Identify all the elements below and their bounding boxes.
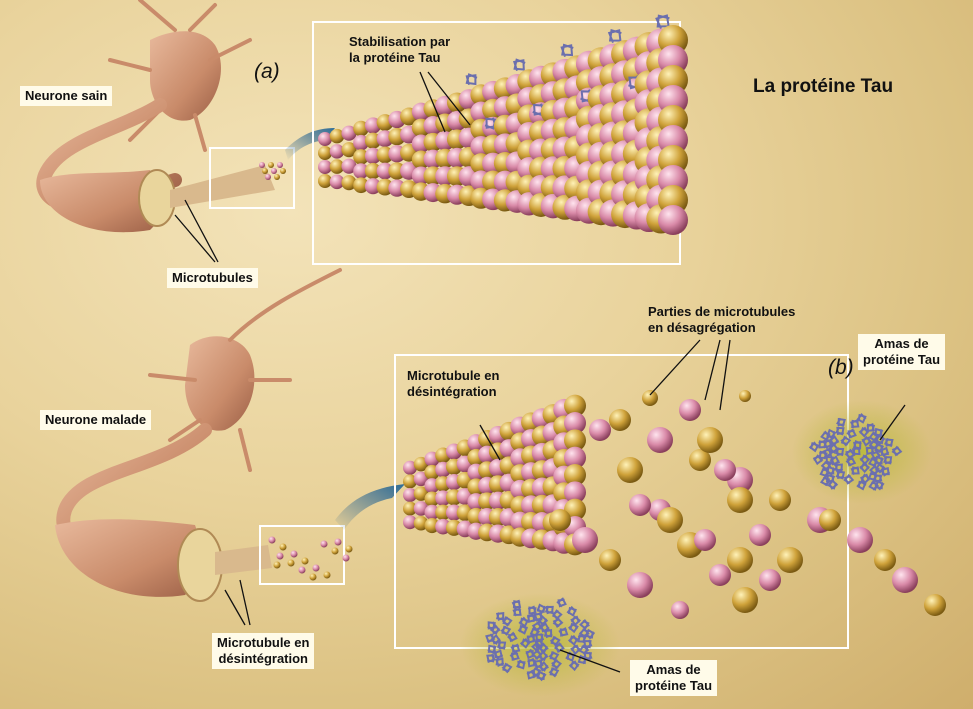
tubulin-bead <box>321 541 328 548</box>
label-amas-right-line1: Amas de <box>863 336 940 352</box>
tubulin-bead <box>324 572 331 579</box>
label-amas-right-line2: protéine Tau <box>863 352 940 368</box>
tubulin-bead <box>313 565 320 572</box>
fragment-bead <box>609 409 631 431</box>
tubulin-bead <box>277 553 284 560</box>
fragment-bead <box>759 569 781 591</box>
fragment-bead <box>642 390 658 406</box>
tubulin-bead <box>318 132 332 146</box>
fragment-bead <box>657 507 683 533</box>
fragment-bead <box>629 494 651 516</box>
tubulin-bead <box>280 544 287 551</box>
fragment-bead <box>874 549 896 571</box>
fragment-bead <box>732 587 758 613</box>
label-stabilisation: Stabilisation par la protéine Tau <box>349 34 450 66</box>
fragment-bead <box>777 547 803 573</box>
tubulin-bead <box>346 546 353 553</box>
fragment-bead <box>924 594 946 616</box>
label-stabilisation-line2: la protéine Tau <box>349 50 450 66</box>
tubulin-bead <box>274 174 280 180</box>
tubulin-bead <box>310 574 317 581</box>
fragment-bead <box>739 390 751 402</box>
tubulin-bead <box>277 162 283 168</box>
tubulin-bead <box>271 168 277 174</box>
label-amas-right: Amas de protéine Tau <box>858 334 945 370</box>
tubulin-bead <box>259 162 265 168</box>
tubulin-bead <box>274 562 281 569</box>
label-parties-microtubules: Parties de microtubules en désagrégation <box>648 304 795 336</box>
label-neurone-sain: Neurone sain <box>20 86 112 106</box>
tubulin-bead <box>332 548 339 555</box>
tubulin-bead <box>335 539 342 546</box>
fragment-bead <box>697 427 723 453</box>
tubulin-bead <box>318 146 332 160</box>
fragment-bead <box>671 601 689 619</box>
label-microtubule-desintegration-top: Microtubule en désintégration <box>407 368 499 400</box>
diseased-neuron <box>55 270 353 601</box>
tau-protein-strand <box>609 30 621 42</box>
fragment-bead <box>727 487 753 513</box>
tubulin-bead <box>269 537 276 544</box>
tubulin-bead <box>299 567 306 574</box>
fragment-bead <box>769 489 791 511</box>
tubulin-bead <box>302 558 309 565</box>
panel-label-a: (a) <box>254 60 280 84</box>
label-microtubule-desintegration-bottom: Microtubule en désintégration <box>212 633 314 669</box>
label-microtubule-desintegration-top-line1: Microtubule en <box>407 368 499 384</box>
fragment-bead <box>714 459 736 481</box>
label-neurone-malade: Neurone malade <box>40 410 151 430</box>
label-amas-bottom-line1: Amas de <box>635 662 712 678</box>
fragment-bead <box>589 419 611 441</box>
fragment-bead <box>617 457 643 483</box>
label-amas-bottom-line2: protéine Tau <box>635 678 712 694</box>
tubulin-bead <box>343 555 350 562</box>
fragment-bead <box>572 527 598 553</box>
tubulin-bead <box>280 168 286 174</box>
healthy-neuron <box>40 0 294 232</box>
tubulin-bead <box>658 205 688 235</box>
label-microtubule-desintegration-bottom-line1: Microtubule en <box>217 635 309 651</box>
tubulin-bead <box>262 168 268 174</box>
label-microtubule-desintegration-top-line2: désintégration <box>407 384 499 400</box>
fragment-bead <box>847 527 873 553</box>
tubulin-bead <box>265 174 271 180</box>
label-microtubule-desintegration-bottom-line2: désintégration <box>217 651 309 667</box>
fragment-bead <box>694 529 716 551</box>
label-parties-line1: Parties de microtubules <box>648 304 795 320</box>
tau-protein-strand <box>562 45 574 57</box>
fragment-bead <box>549 509 571 531</box>
label-stabilisation-line1: Stabilisation par <box>349 34 450 50</box>
label-microtubules: Microtubules <box>167 268 258 288</box>
fragment-bead <box>819 509 841 531</box>
fragment-bead <box>727 547 753 573</box>
fragment-bead <box>679 399 701 421</box>
tubulin-bead <box>268 162 274 168</box>
fragment-bead <box>749 524 771 546</box>
label-amas-bottom: Amas de protéine Tau <box>630 660 717 696</box>
fragment-bead <box>599 549 621 571</box>
panel-label-b: (b) <box>828 356 854 380</box>
fragment-bead <box>709 564 731 586</box>
fragment-bead <box>627 572 653 598</box>
tau-protein-strand <box>467 74 477 84</box>
page-title: La protéine Tau <box>753 76 893 98</box>
tubulin-bead <box>291 551 298 558</box>
tubulin-bead <box>288 560 295 567</box>
label-parties-line2: en désagrégation <box>648 320 795 336</box>
fragment-bead <box>892 567 918 593</box>
microtubule-disintegrating <box>403 395 586 556</box>
fragment-bead <box>647 427 673 453</box>
tau-protein-strand <box>514 60 525 71</box>
